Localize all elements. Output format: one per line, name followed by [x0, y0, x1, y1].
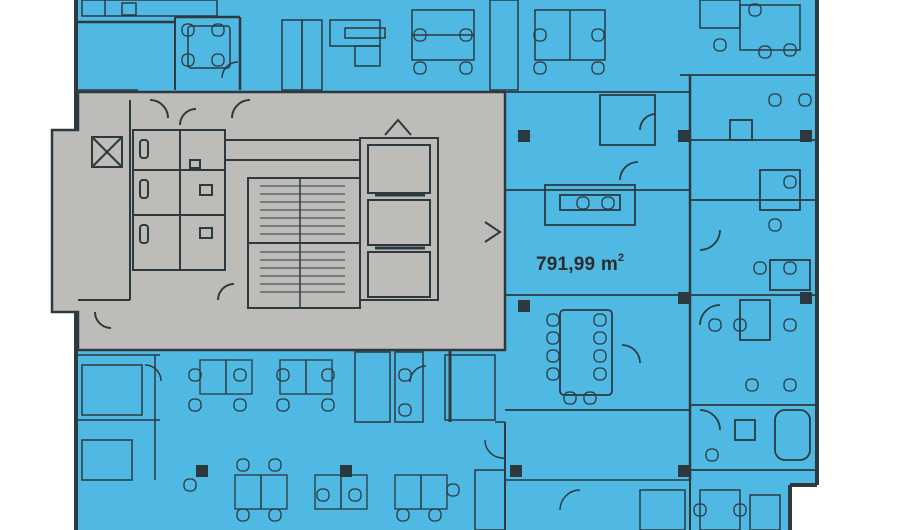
area-unit: m	[600, 254, 618, 275]
right-rooms	[505, 74, 817, 480]
exterior-strip	[817, 0, 900, 530]
top-rooms	[78, 0, 801, 91]
core-interior	[78, 99, 502, 329]
bottom-rooms	[78, 350, 781, 530]
area-label: 791,99 m2	[536, 252, 625, 276]
area-unit-exponent: 2	[617, 252, 625, 264]
area-value: 791,99	[536, 254, 596, 275]
bottom-right-strip	[790, 485, 817, 530]
structural-columns	[196, 130, 812, 477]
